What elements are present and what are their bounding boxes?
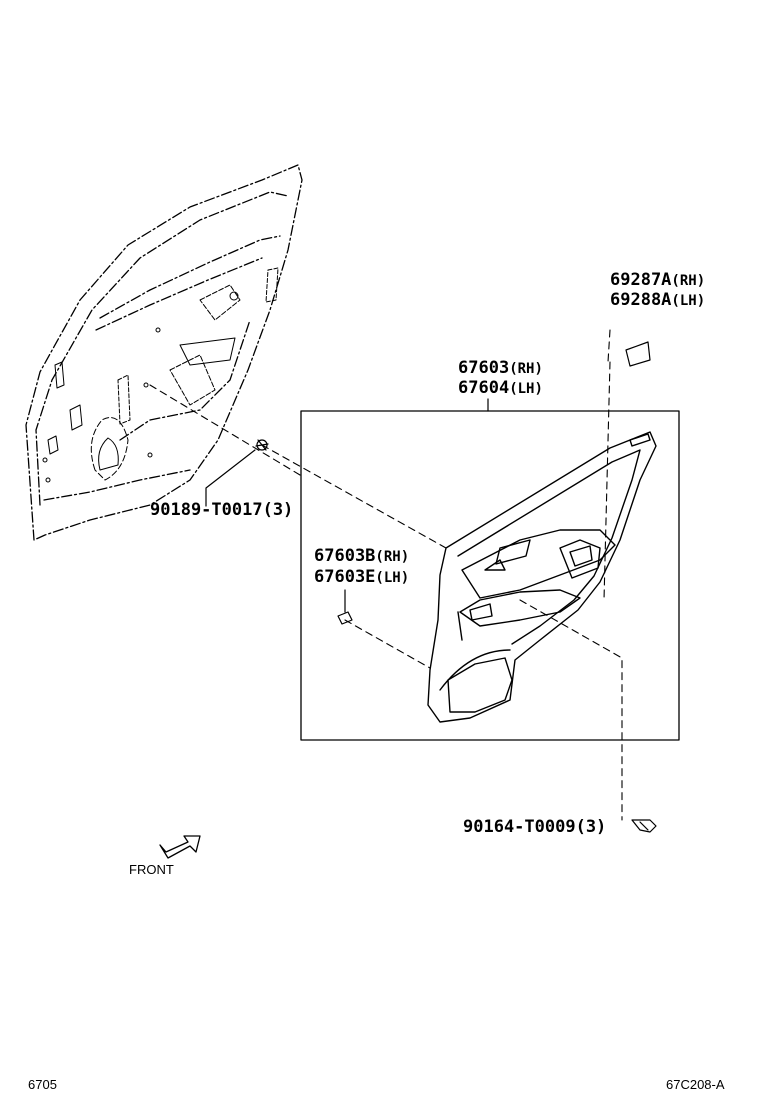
page-number: 6705 [28,1077,57,1092]
label-67603e: 67603E(LH) [314,567,410,587]
front-arrow-icon [159,835,201,859]
assembly-box [300,410,680,741]
label-69288a: 69288A(LH) [610,290,706,310]
label-69287a: 69287A(RH) [610,270,706,290]
leader-lines [205,398,489,613]
clip-part [337,611,353,625]
dashed-guides [149,329,623,821]
clip-upper-part [255,439,269,451]
front-label: FRONT [129,862,174,877]
handle-cover-part [625,341,651,367]
diagram-code: 67C208-A [666,1077,725,1092]
label-90164-t0009: 90164-T0009(3) [463,817,607,837]
label-67603: 67603(RH) [458,358,543,378]
door-trim-panel [427,431,657,723]
label-90189-t0017: 90189-T0017(3) [150,500,294,520]
label-67603b: 67603B(RH) [314,546,410,566]
screw-part [631,819,657,833]
label-67604: 67604(LH) [458,378,543,398]
door-panel-details [42,267,279,483]
door-panel [25,164,303,541]
